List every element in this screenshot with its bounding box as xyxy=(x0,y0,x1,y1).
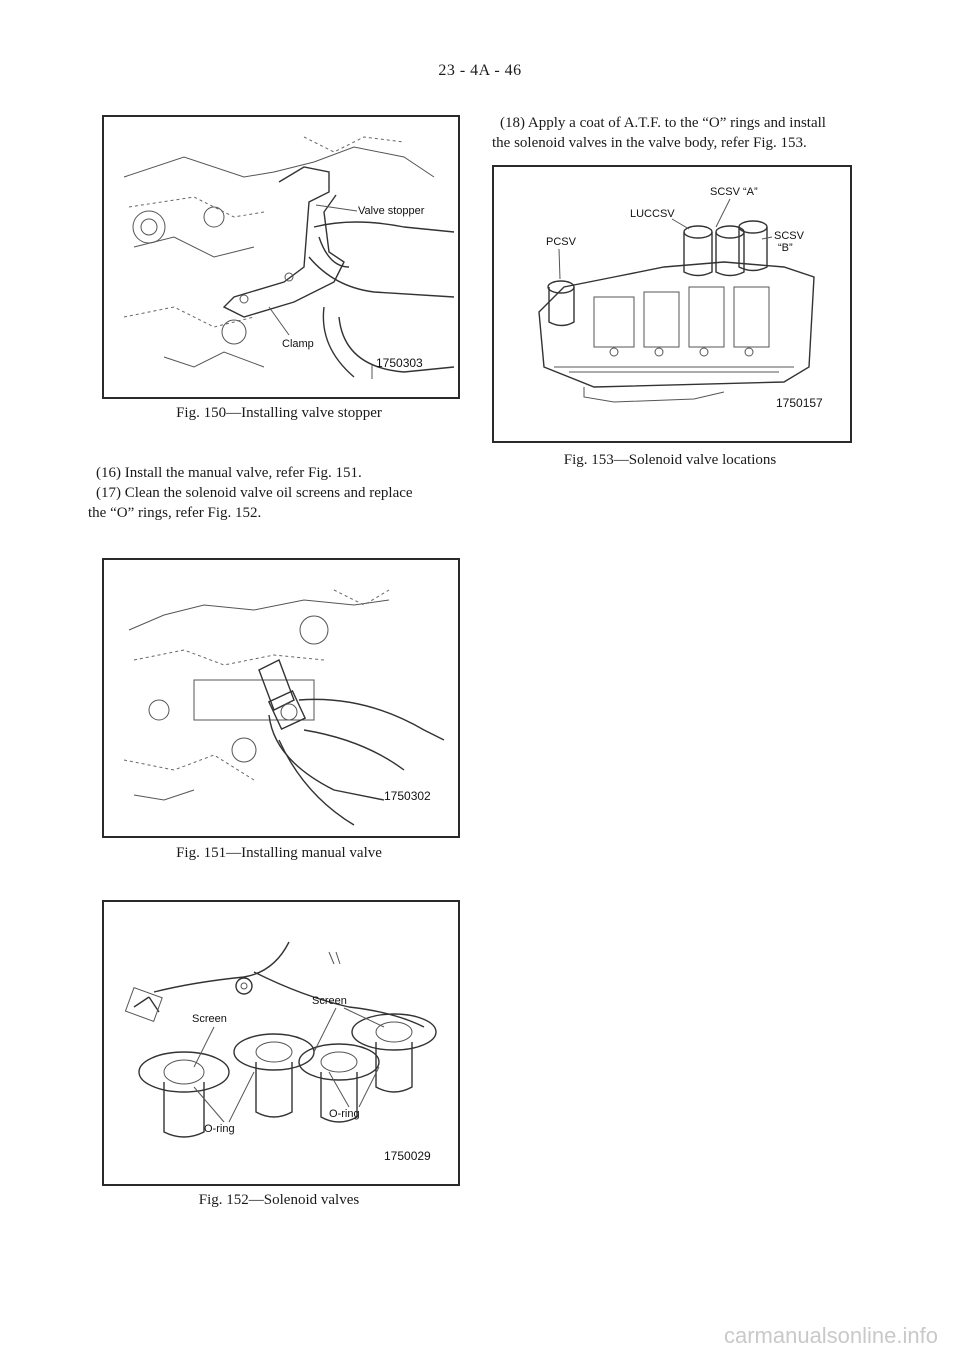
page-number: 23 - 4A - 46 xyxy=(438,62,522,79)
label-o-ring-right: O-ring xyxy=(329,1108,360,1120)
clamp-and-stopper-sketch xyxy=(222,166,345,318)
watermark: carmanualsonline.info xyxy=(723,1323,938,1348)
figure-151-code: 1750302 xyxy=(384,789,431,803)
step-17-line-1: (17) Clean the solenoid valve oil screen… xyxy=(96,485,413,501)
step-16: (16) Install the manual valve, refer Fig… xyxy=(96,465,362,481)
figure-153-illustration: SCSV “A” LUCCSV PCSV SCSV “B” 1750157 xyxy=(492,165,852,443)
hand-sketch xyxy=(268,698,445,826)
valve-body-sketch xyxy=(538,261,815,403)
figure-152-illustration: Screen Screen O-ring O-ring 1750029 xyxy=(102,900,460,1186)
step-18-line-1: (18) Apply a coat of A.T.F. to the “O” r… xyxy=(500,115,826,131)
steps-16-17: (16) Install the manual valve, refer Fig… xyxy=(88,463,468,523)
valve-body-sketch xyxy=(123,589,390,801)
label-pcsv: PCSV xyxy=(546,236,577,248)
wiring-sketch xyxy=(124,941,425,1028)
figure-151-caption: Fig. 151—Installing manual valve xyxy=(176,845,382,861)
solenoid-valves-sketch xyxy=(138,1013,437,1138)
figure-150-illustration: Valve stopper Clamp 1750303 xyxy=(102,115,460,399)
solenoid-valves-sketch xyxy=(547,220,768,327)
label-scsv-b: SCSV xyxy=(774,230,805,242)
figure-152-code: 1750029 xyxy=(384,1149,431,1163)
label-luccsv: LUCCSV xyxy=(630,208,675,220)
step-17-line-2: the “O” rings, refer Fig. 152. xyxy=(88,505,262,521)
valve-body-sketch xyxy=(123,136,435,368)
step-18-line-2: the solenoid valves in the valve body, r… xyxy=(492,135,807,151)
step-18: (18) Apply a coat of A.T.F. to the “O” r… xyxy=(492,113,872,153)
figure-152-caption: Fig. 152—Solenoid valves xyxy=(198,1192,360,1208)
label-valve-stopper: Valve stopper xyxy=(358,205,425,217)
label-scsv-a: SCSV “A” xyxy=(710,186,758,198)
manual-valve-sketch xyxy=(258,659,307,731)
label-scsv-b-suffix: “B” xyxy=(778,242,793,254)
figure-153-caption: Fig. 153—Solenoid valve locations xyxy=(563,452,777,468)
label-screen-left: Screen xyxy=(192,1013,227,1025)
figure-151-illustration: 1750302 xyxy=(102,558,460,838)
figure-150-caption: Fig. 150—Installing valve stopper xyxy=(176,405,382,421)
figure-153-code: 1750157 xyxy=(776,396,823,410)
label-screen-right: Screen xyxy=(312,995,347,1007)
label-clamp: Clamp xyxy=(282,338,314,350)
figure-150-code: 1750303 xyxy=(376,356,423,370)
label-o-ring-left: O-ring xyxy=(204,1123,235,1135)
hand-sketch xyxy=(308,221,455,378)
